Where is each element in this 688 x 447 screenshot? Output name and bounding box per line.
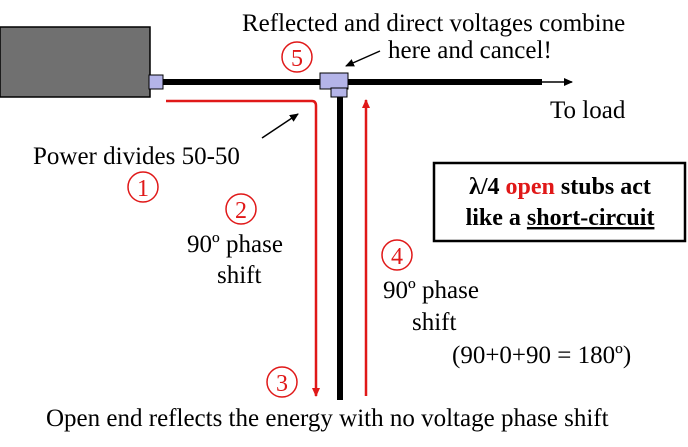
step-2-marker: 2 <box>225 193 257 225</box>
incident-wave-arrow <box>166 99 320 397</box>
phase-shift-b-line2: shift <box>412 309 457 336</box>
info-box-line2: like a short-circuit <box>466 205 655 231</box>
step-5-number: 5 <box>291 46 303 72</box>
sum-label: (90+0+90 = 180º) <box>452 342 631 369</box>
step-1-number: 1 <box>137 176 149 202</box>
stubs-act-label: stubs act <box>561 174 651 200</box>
phase-shift-a-line1: 90º phase <box>187 231 283 258</box>
phase-shift-a-line2: shift <box>217 262 262 289</box>
info-box-line1: λ/4 open stubs act <box>469 174 651 200</box>
like-a-label: like a <box>466 205 521 231</box>
step-3-number: 3 <box>276 371 288 397</box>
short-circuit-label: short-circuit <box>527 205 655 231</box>
info-box: λ/4 open stubs act like a short-circuit <box>432 161 687 243</box>
step-4-number: 4 <box>391 244 403 270</box>
tee-connector-stem <box>330 87 348 98</box>
power-pointer-arrow <box>261 113 299 139</box>
source-box <box>0 26 151 98</box>
phase-shift-b-line1: 90º phase <box>383 277 479 304</box>
step-3-marker: 3 <box>266 366 298 398</box>
source-connector <box>148 74 164 90</box>
tee-connector <box>319 72 349 90</box>
title-line1: Reflected and direct voltages combine <box>242 10 625 37</box>
cancel-pointer-arrow <box>345 50 381 67</box>
step-5-marker: 5 <box>281 41 313 73</box>
to-load-label: To load <box>550 97 626 124</box>
open-label: open <box>506 174 555 200</box>
title-line2: here and cancel! <box>388 37 552 64</box>
power-divides-label: Power divides 50-50 <box>33 143 240 170</box>
bottom-caption: Open end reflects the energy with no vol… <box>46 405 609 432</box>
step-1-marker: 1 <box>127 171 159 203</box>
step-2-number: 2 <box>235 198 247 224</box>
lambda-label: λ/4 <box>469 174 499 200</box>
step-4-marker: 4 <box>381 239 413 271</box>
